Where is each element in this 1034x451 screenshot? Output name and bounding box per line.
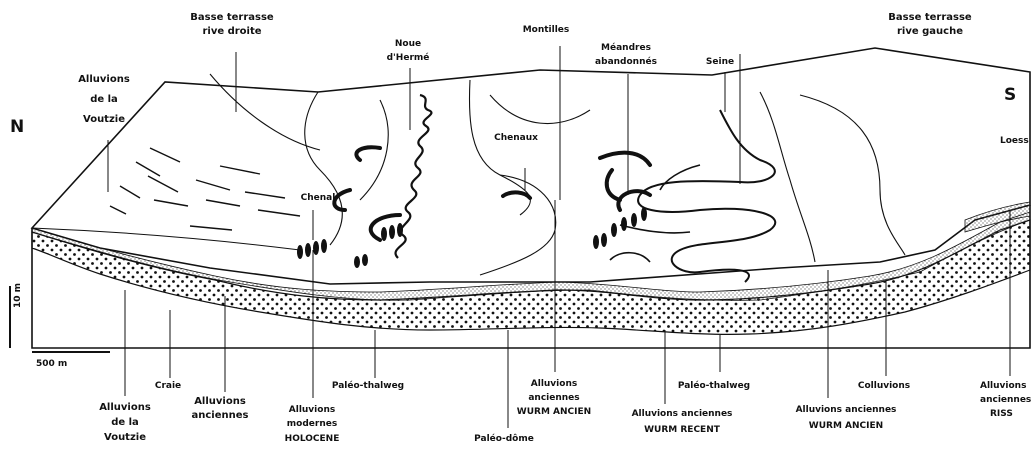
label-noue-2: d'Hermé <box>387 52 430 63</box>
label-wurm-ancien-2b: WURM ANCIEN <box>809 421 883 431</box>
label-voutzie-top-1: Alluvions <box>78 74 130 85</box>
label-riss-2: anciennes <box>980 395 1031 405</box>
label-paleo-dome: Paléo-dôme <box>474 433 534 444</box>
label-meandres-1: Méandres <box>601 42 651 53</box>
label-riss-3: RISS <box>990 409 1013 419</box>
label-loess: Loess <box>1000 136 1029 146</box>
label-paleo-thalweg-1: Paléo-thalweg <box>332 380 404 391</box>
label-voutzie-bot-2: de la <box>111 417 139 428</box>
block-top-surface <box>32 48 1030 284</box>
horizontal-scale: 500 m <box>36 359 67 369</box>
north-label: N <box>10 117 24 137</box>
label-wurm-recent-2: WURM RECENT <box>644 425 721 435</box>
label-modernes-3: HOLOCENE <box>285 434 340 444</box>
label-paleo-thalweg-2: Paléo-thalweg <box>678 380 750 391</box>
vertical-scale: 10 m <box>13 283 23 308</box>
label-wurm-ancien-1c: WURM ANCIEN <box>517 407 591 417</box>
label-wurm-recent-1: Alluvions anciennes <box>632 409 733 419</box>
label-modernes-1: Alluvions <box>289 405 335 415</box>
label-wurm-ancien-1b: anciennes <box>528 393 579 403</box>
label-voutzie-bot-1: Alluvions <box>99 402 151 413</box>
label-riss-1: Alluvions <box>980 381 1026 391</box>
label-colluvions: Colluvions <box>858 381 910 391</box>
south-label: S <box>1004 85 1016 105</box>
label-modernes-2: modernes <box>287 419 337 429</box>
label-noue-1: Noue <box>395 39 421 49</box>
label-seine: Seine <box>706 57 734 67</box>
label-anciennes-1: Alluvions <box>194 396 246 407</box>
label-basse-terrasse-droite-1: Basse terrasse <box>190 12 274 23</box>
label-chenaux: Chenaux <box>494 133 538 143</box>
label-craie: Craie <box>155 381 181 391</box>
label-voutzie-top-3: Voutzie <box>83 114 125 125</box>
label-meandres-2: abandonnés <box>595 56 657 67</box>
label-wurm-ancien-1a: Alluvions <box>531 379 577 389</box>
scale-bar <box>10 286 110 352</box>
label-voutzie-top-2: de la <box>90 94 118 105</box>
label-wurm-ancien-2a: Alluvions anciennes <box>796 405 897 415</box>
label-chenal: Chenal <box>301 193 336 203</box>
label-anciennes-2: anciennes <box>192 410 249 421</box>
label-basse-terrasse-gauche-1: Basse terrasse <box>888 12 972 23</box>
label-montilles: Montilles <box>523 25 570 35</box>
label-basse-terrasse-gauche-2: rive gauche <box>897 26 963 37</box>
label-voutzie-bot-3: Voutzie <box>104 432 146 443</box>
label-basse-terrasse-droite-2: rive droite <box>202 26 261 37</box>
